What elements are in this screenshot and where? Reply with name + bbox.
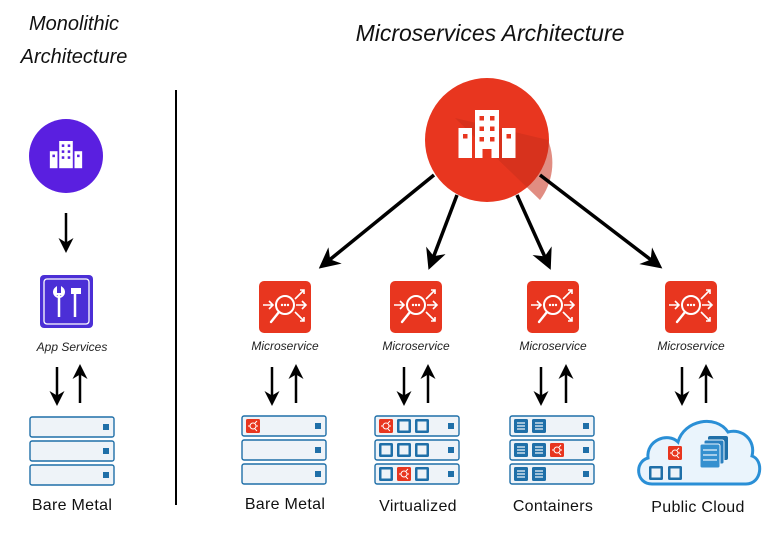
microservices-title: Microservices Architecture [356,20,625,46]
bare-metal-arrows [264,364,304,406]
monolith-bare-metal-label: Bare Metal [32,497,112,514]
virtualized-arrows [396,364,436,406]
bare-metal-server-rack [241,415,327,485]
monolith-server-rack [29,416,115,486]
deployment-label-bare-metal: Bare Metal [245,496,325,513]
app-services-tools-icon [40,275,93,328]
app-services-label: App Services [36,340,108,354]
microservice-label-public-cloud: Microservice [657,339,725,353]
containers-server-rack [509,415,595,485]
public-cloud-arrows [674,364,714,406]
microservice-label-virtualized: Microservice [382,339,450,353]
microservice-icon-public-cloud [663,279,719,335]
monolith-bidirectional-arrows [49,364,88,406]
monolith-building-icon [29,119,103,193]
containers-arrows [533,364,574,406]
microservice-icon-containers [525,279,581,335]
microservice-icon-bare-metal [257,279,313,335]
microservice-label-containers: Microservice [519,339,587,353]
public-cloud-icon [637,420,762,486]
deployment-label-containers: Containers [513,498,593,515]
monolithic-title-line2: Architecture [20,46,128,68]
microservice-label-bare-metal: Microservice [251,339,319,353]
deployment-label-public-cloud: Public Cloud [651,499,744,516]
microservices-building-icon [425,78,553,202]
deployment-label-virtualized: Virtualized [379,498,457,515]
monolithic-title-line1: Monolithic [29,13,119,35]
fanout-arrows [318,173,663,270]
microservice-icon-virtualized [388,279,444,335]
virtualized-server-rack [374,415,460,485]
cloud-server-stack-icon [699,436,728,469]
